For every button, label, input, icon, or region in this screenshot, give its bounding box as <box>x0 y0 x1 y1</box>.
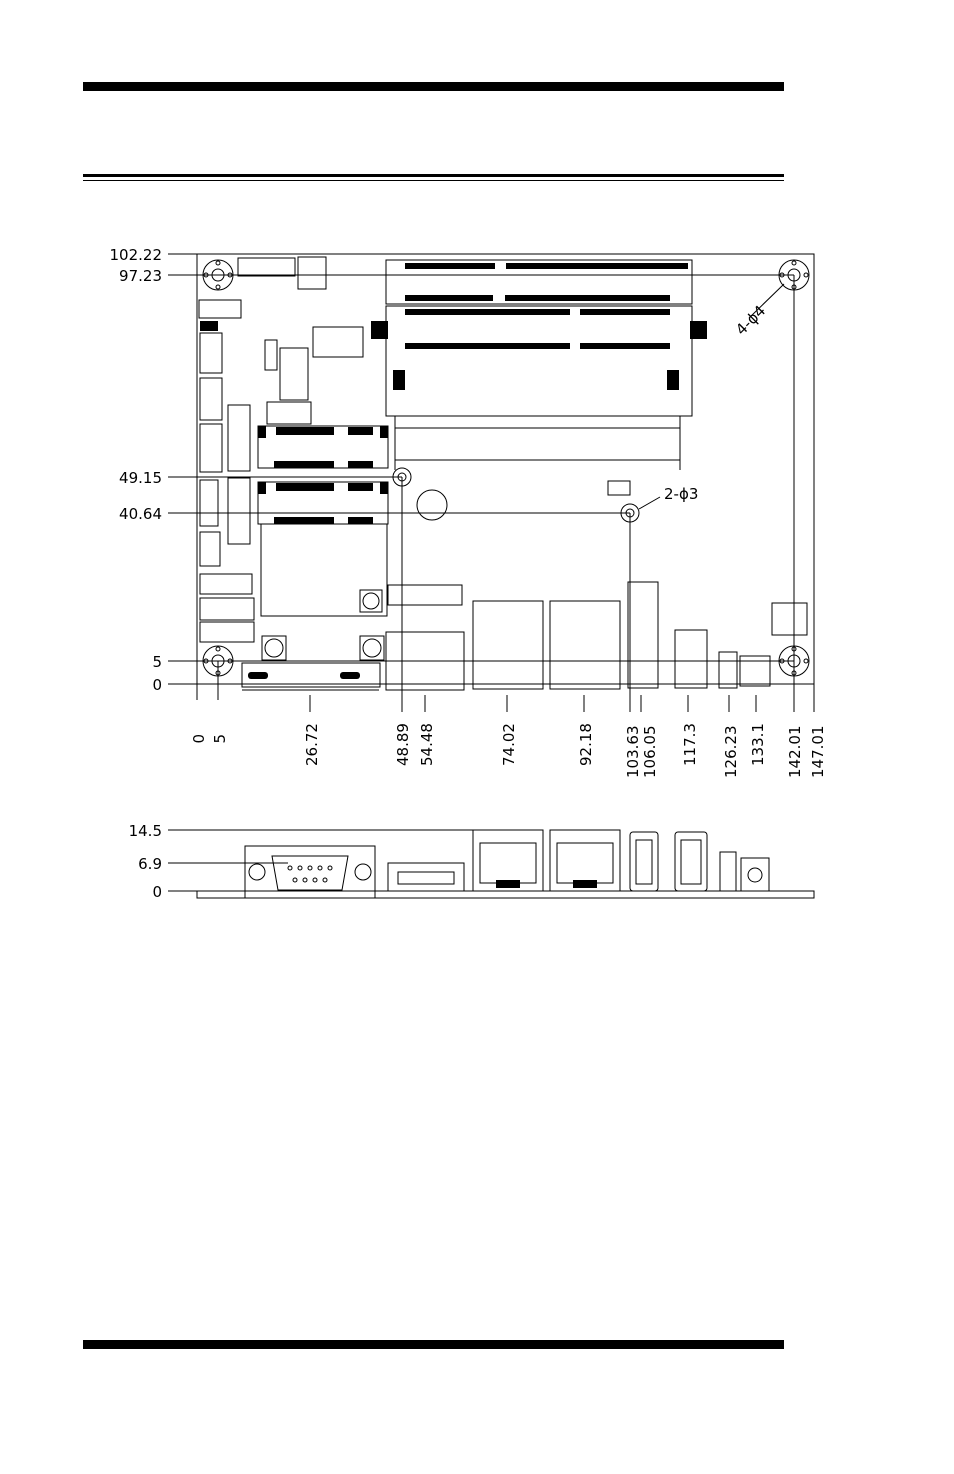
mount-hole-bottom-right <box>778 645 810 677</box>
dim-x-5: 5 <box>211 734 229 744</box>
dim-side-0: 0 <box>152 883 162 901</box>
dim-x-126-23: 126.23 <box>722 726 740 779</box>
callouts: 4-ϕ4 2-ϕ3 <box>638 283 785 510</box>
usb1-top <box>627 581 659 689</box>
dim-x-142-01: 142.01 <box>786 726 804 779</box>
dim-y-97-23: 97.23 <box>119 267 162 285</box>
lan2-side <box>549 829 621 892</box>
display-port-side <box>387 862 465 892</box>
dim-y-5: 5 <box>152 653 162 671</box>
mount-hole-top-right <box>778 259 810 291</box>
board-outline <box>196 253 815 685</box>
button-top <box>739 655 771 687</box>
side-view: 14.5 6.9 0 <box>129 822 815 901</box>
dim-side-6-9: 6.9 <box>138 855 162 873</box>
top-view: 102.22 97.23 49.15 40.64 5 0 0 5 26.72 4… <box>110 246 828 778</box>
mount-hole-top-left <box>202 259 234 291</box>
dim-x-92-18: 92.18 <box>577 723 595 766</box>
dim-x-117-3: 117.3 <box>681 723 699 766</box>
small-hole-left <box>392 467 412 487</box>
usb1-side <box>629 831 659 892</box>
button-side <box>740 857 770 892</box>
dim-side-14-5: 14.5 <box>129 822 162 840</box>
lan2-top <box>549 600 621 690</box>
callout-2-holes: 2-ϕ3 <box>664 485 698 503</box>
dim-x-54-48: 54.48 <box>418 723 436 766</box>
mount-hole-bottom-left <box>202 645 234 677</box>
x-dimension-labels: 0 5 26.72 48.89 54.48 74.02 92.18 103.63… <box>190 723 827 778</box>
led-side <box>719 851 737 892</box>
usb2-top <box>674 629 708 689</box>
dim-x-106-05: 106.05 <box>641 726 659 779</box>
dim-y-49-15: 49.15 <box>119 469 162 487</box>
mounting-holes <box>202 259 810 677</box>
mini-pcie-slots <box>257 425 389 661</box>
io-connectors-top <box>241 480 808 691</box>
sodimm-socket <box>371 259 707 470</box>
dim-x-26-72: 26.72 <box>303 723 321 766</box>
lan1-side <box>472 829 544 892</box>
dim-x-147-01: 147.01 <box>809 726 827 779</box>
dim-x-133-1: 133.1 <box>749 723 767 766</box>
led-top <box>718 651 738 689</box>
callout-4-holes: 4-ϕ4 <box>732 302 769 339</box>
dim-x-48-89: 48.89 <box>394 723 412 766</box>
header-double-rule <box>83 174 784 177</box>
com-port-top <box>241 662 381 688</box>
dim-x-74-02: 74.02 <box>500 723 518 766</box>
side-board <box>196 890 815 899</box>
header-double-rule-thin <box>83 180 784 181</box>
small-hole-right <box>620 503 640 523</box>
bottom-footer-bar <box>83 1340 784 1349</box>
dim-y-40-64: 40.64 <box>119 505 162 523</box>
left-edge-headers <box>198 256 364 643</box>
dim-x-103-63: 103.63 <box>624 726 642 779</box>
display-port-top <box>385 631 465 691</box>
y-dimension-labels: 102.22 97.23 49.15 40.64 5 0 <box>110 246 163 694</box>
com-port-side <box>244 845 376 899</box>
y-dimension-lines <box>168 253 794 685</box>
dim-x-0: 0 <box>190 734 208 744</box>
top-header-bar <box>83 82 784 91</box>
usb2-side <box>674 831 708 892</box>
lan1-top <box>472 600 544 690</box>
dim-y-0: 0 <box>152 676 162 694</box>
x-dimension-lines <box>196 275 815 712</box>
dim-y-102-22: 102.22 <box>110 246 163 264</box>
